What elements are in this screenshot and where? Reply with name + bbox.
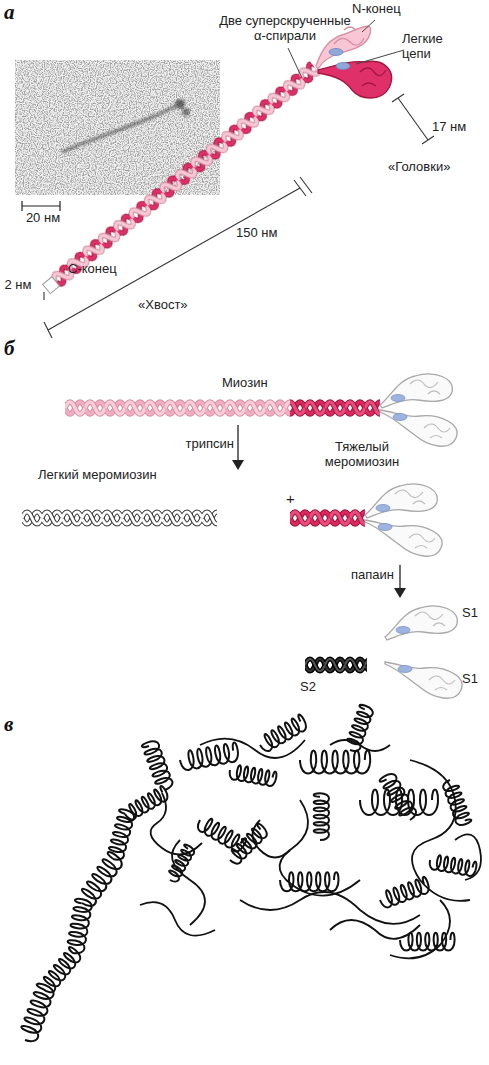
part-label: С-конец [68, 262, 138, 277]
myosin-head [380, 410, 457, 446]
part-label: N-конец [352, 2, 422, 17]
panel-label: в [4, 712, 28, 736]
dimension-label: 2 нм [4, 278, 32, 293]
process-arrow [394, 565, 406, 598]
myosin-head [365, 520, 442, 556]
panel-label: а [4, 0, 28, 24]
part-label: Миозин [222, 376, 302, 391]
dimension-lines [44, 94, 434, 338]
myosin-head [380, 374, 452, 408]
s2-fragment [305, 656, 367, 674]
heavy-meromyosin [290, 509, 365, 527]
dimension-label: 20 нм [24, 211, 62, 226]
coiled-coil-tail [41, 61, 321, 296]
part-label: «Головки» [388, 160, 483, 175]
s1-fragment [385, 662, 462, 698]
ribbon-structure [18, 704, 481, 1044]
enzyme-label: папаин [338, 568, 394, 583]
part-label: Две суперскрученные α-спирали [215, 14, 355, 44]
fragment-label: Легкий меромиозин [38, 468, 198, 483]
myosin-tail [65, 399, 380, 417]
fragment-label: S2 [300, 680, 330, 695]
fragment-label: S1 [462, 606, 488, 621]
part-label: «Хвост» [138, 298, 218, 313]
dimension-label: 150 нм [236, 226, 306, 241]
scale-bar [22, 201, 60, 211]
panel-label: б [4, 336, 28, 360]
part-label: Легкие цепи [402, 32, 457, 62]
dimension-label: 17 нм [432, 120, 482, 135]
s1-fragment [385, 606, 457, 640]
light-meromyosin [22, 509, 217, 527]
enzyme-label: трипсин [172, 437, 234, 452]
plus-sign: + [286, 490, 306, 507]
myosin-head [365, 484, 437, 518]
fragment-label: S1 [462, 672, 488, 687]
myosin-heads [316, 26, 392, 98]
fragment-label: Тяжелый меромиозин [312, 440, 412, 470]
